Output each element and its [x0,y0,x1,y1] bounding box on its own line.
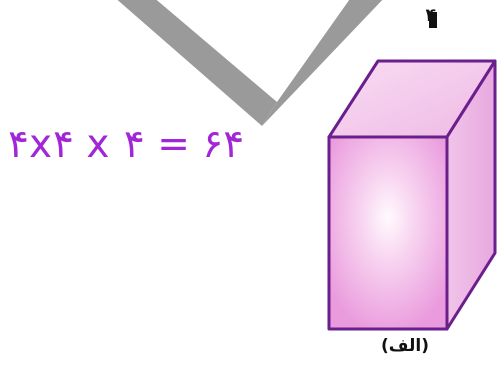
cube-front-face [327,135,449,331]
check-mark-left-stroke [117,0,277,126]
check-mark-shape [117,0,383,126]
equation-text: ۴x۴ x ۴ = ۶۴ [8,122,245,167]
check-mark-right-stroke [262,0,383,126]
cube-caption: (الف) [381,336,429,356]
cube-top-edge-label: ۴ [425,5,437,26]
cube-dimension-marker [429,12,437,28]
cube-figure [327,12,497,331]
